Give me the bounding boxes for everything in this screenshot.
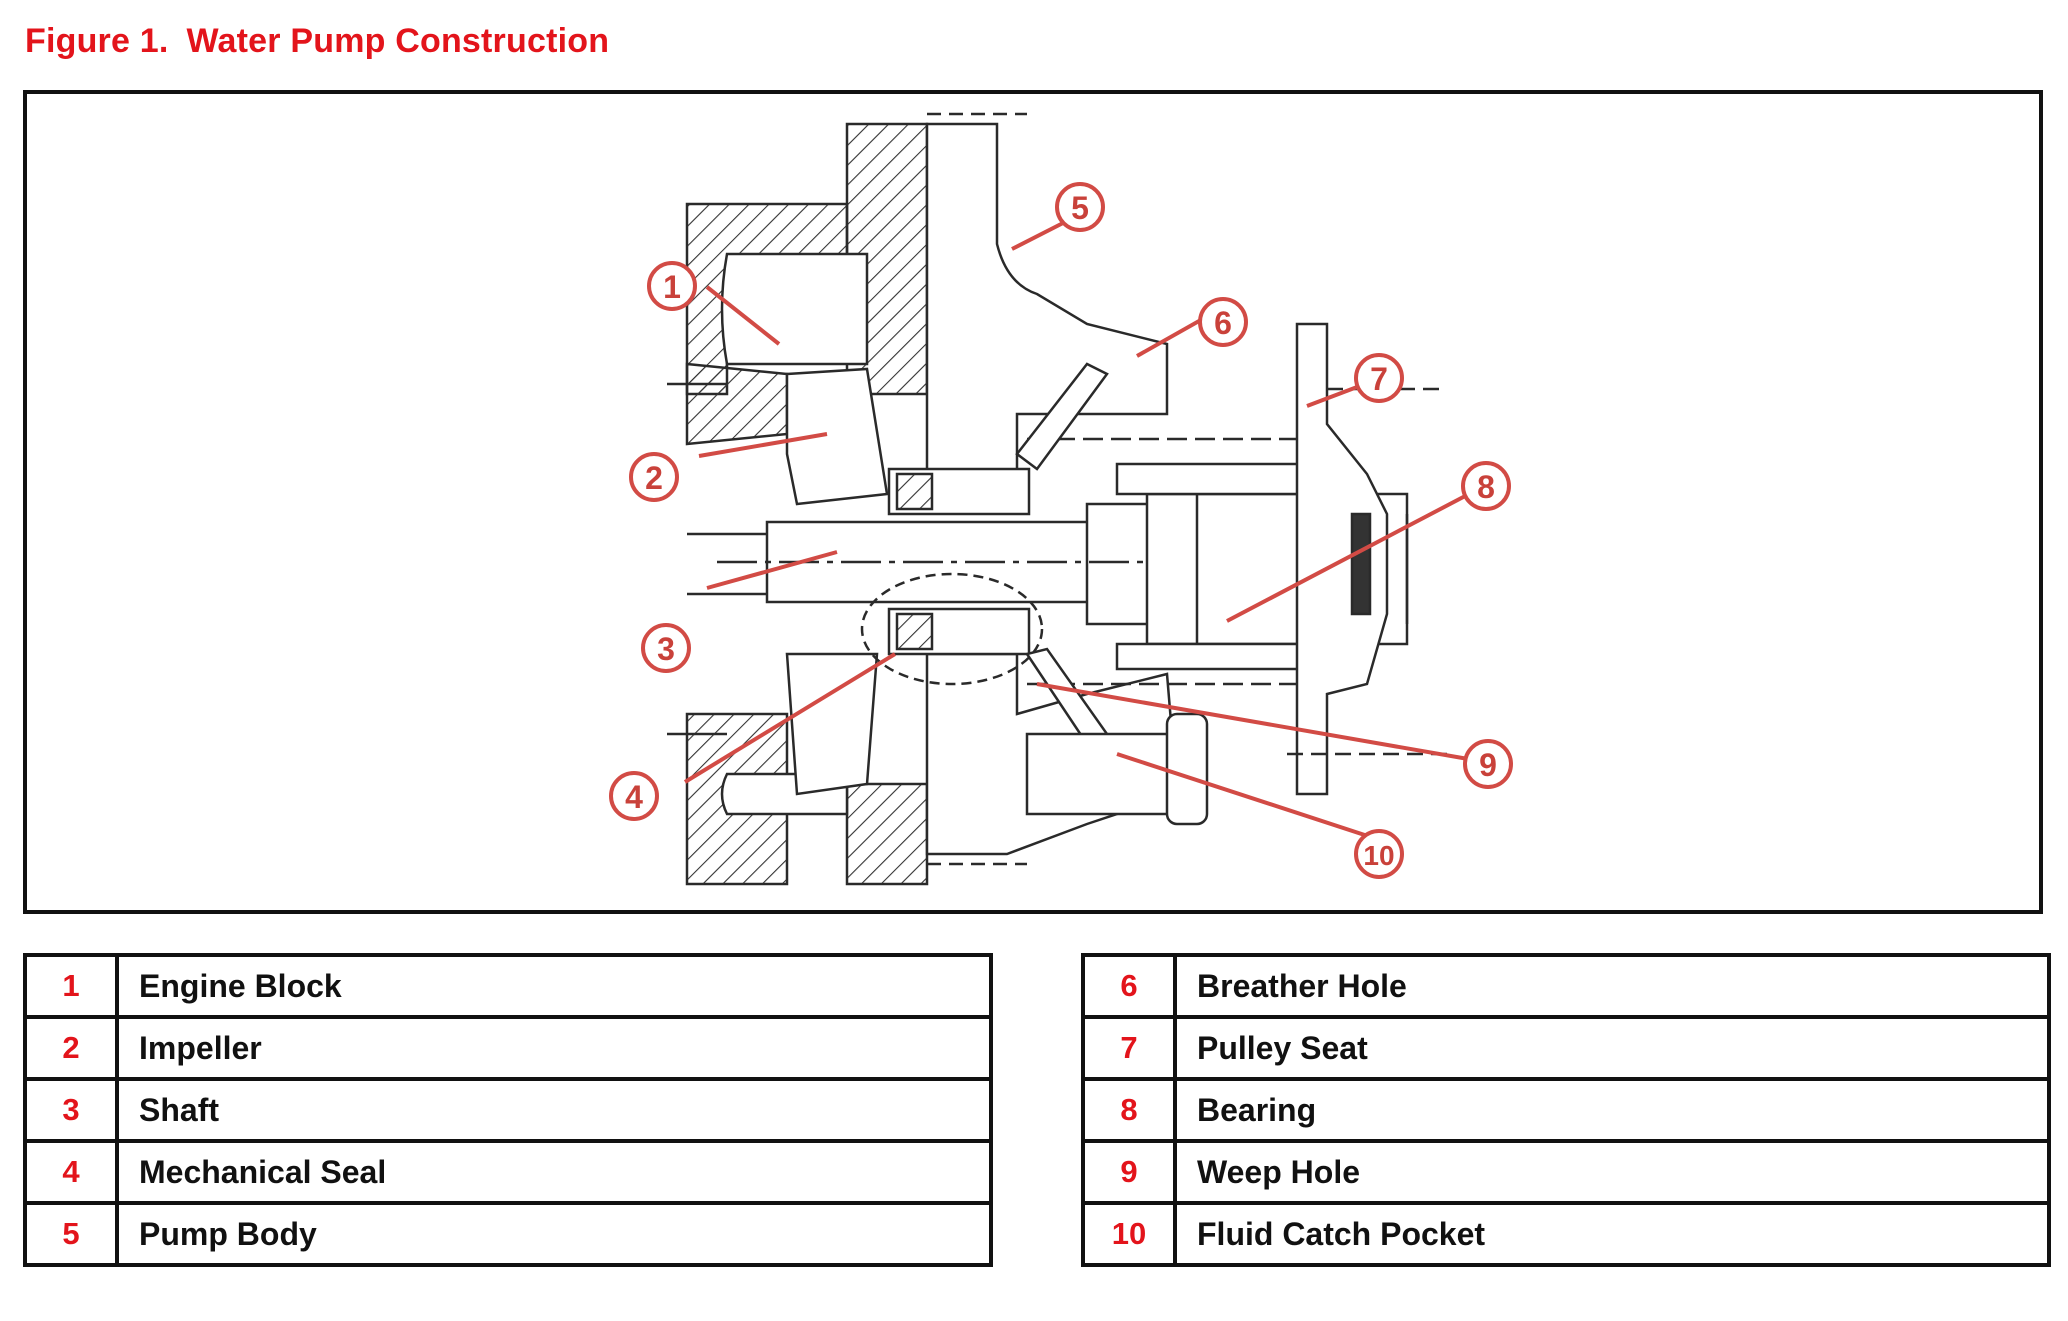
legend-number: 5 bbox=[23, 1201, 119, 1267]
leader-1 bbox=[705, 285, 781, 346]
callout-8: 8 bbox=[1461, 461, 1511, 511]
legend-label: Shaft bbox=[115, 1077, 993, 1143]
legend-number: 2 bbox=[23, 1015, 119, 1081]
legend-number: 4 bbox=[23, 1139, 119, 1205]
pump-cross-section bbox=[667, 112, 1447, 886]
legend-number: 8 bbox=[1081, 1077, 1177, 1143]
legend-label: Weep Hole bbox=[1173, 1139, 2051, 1205]
callout-9: 9 bbox=[1463, 739, 1513, 789]
callout-6: 6 bbox=[1198, 297, 1248, 347]
water-pump-diagram: 1 2 3 4 5 6 7 8 9 10 bbox=[609, 112, 1513, 886]
figure-title-text: Water Pump Construction bbox=[186, 22, 610, 60]
svg-text:3: 3 bbox=[657, 631, 675, 667]
legend-label: Mechanical Seal bbox=[115, 1139, 993, 1205]
leader-10 bbox=[1116, 752, 1384, 843]
svg-text:4: 4 bbox=[625, 779, 643, 815]
callout-leaders bbox=[683, 220, 1475, 843]
svg-text:1: 1 bbox=[663, 269, 681, 305]
engine-block-cavity bbox=[720, 252, 869, 366]
legend-label: Pump Body bbox=[115, 1201, 993, 1267]
svg-text:8: 8 bbox=[1477, 469, 1495, 505]
legend-number: 1 bbox=[23, 953, 119, 1019]
legend-number: 9 bbox=[1081, 1139, 1177, 1205]
bearing-race-top bbox=[1115, 462, 1309, 496]
callout-3: 3 bbox=[641, 623, 691, 673]
leader-4 bbox=[683, 652, 897, 784]
callout-7: 7 bbox=[1354, 353, 1404, 403]
legend-label: Engine Block bbox=[115, 953, 993, 1019]
legend-number: 3 bbox=[23, 1077, 119, 1143]
callouts: 1 2 3 4 5 6 7 8 9 10 bbox=[609, 182, 1513, 879]
legend-label: Breather Hole bbox=[1173, 953, 2051, 1019]
figure-title: Figure 1. Water Pump Construction bbox=[25, 22, 609, 61]
callout-2: 2 bbox=[629, 452, 679, 502]
seal-detail-circle bbox=[860, 572, 1044, 686]
callout-10: 10 bbox=[1354, 829, 1404, 879]
legend-label: Fluid Catch Pocket bbox=[1173, 1201, 2051, 1267]
svg-text:2: 2 bbox=[645, 460, 663, 496]
svg-text:7: 7 bbox=[1370, 361, 1388, 397]
leader-8 bbox=[1226, 492, 1470, 623]
pulley-teeth bbox=[1350, 512, 1372, 616]
catch-pocket bbox=[1025, 732, 1179, 816]
legend-label: Impeller bbox=[115, 1015, 993, 1081]
engine-block-hatch-mid bbox=[685, 362, 789, 446]
svg-text:6: 6 bbox=[1214, 305, 1232, 341]
legend-number: 10 bbox=[1081, 1201, 1177, 1267]
leader-7 bbox=[1306, 382, 1366, 408]
leader-3 bbox=[706, 550, 838, 590]
svg-text:10: 10 bbox=[1363, 840, 1394, 871]
leader-2 bbox=[698, 432, 828, 458]
leader-5 bbox=[1011, 220, 1066, 251]
legend-number: 6 bbox=[1081, 953, 1177, 1019]
callout-4: 4 bbox=[609, 771, 659, 821]
legend-label: Pulley Seat bbox=[1173, 1015, 2051, 1081]
pump-body-hatch-lower bbox=[845, 782, 929, 886]
legend-number: 7 bbox=[1081, 1015, 1177, 1081]
leader-9 bbox=[1036, 682, 1475, 762]
callout-1: 1 bbox=[647, 261, 697, 311]
callout-5: 5 bbox=[1055, 182, 1105, 232]
svg-text:9: 9 bbox=[1479, 747, 1497, 783]
breather-channel bbox=[1015, 362, 1109, 471]
diagram-frame: 1 2 3 4 5 6 7 8 9 10 bbox=[23, 90, 2043, 914]
legend-label: Bearing bbox=[1173, 1077, 2051, 1143]
figure-label: Figure 1. bbox=[25, 22, 169, 60]
svg-text:5: 5 bbox=[1071, 190, 1089, 226]
